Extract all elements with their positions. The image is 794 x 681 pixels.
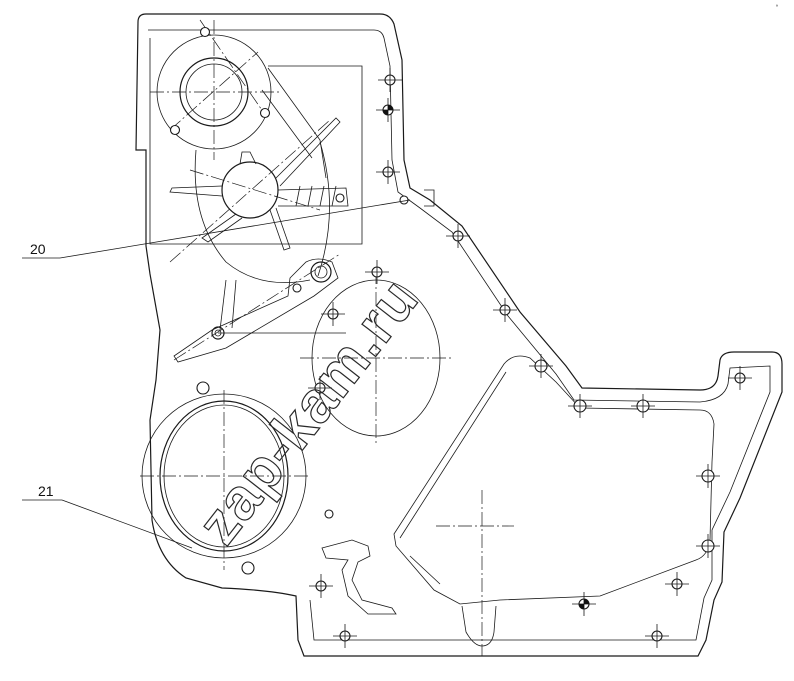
lower-seal: [140, 381, 310, 575]
upper-strip: [261, 67, 327, 179]
hook-boss: [321, 539, 397, 615]
watermark-text: zap-kam.ru: [185, 267, 431, 556]
hole-centerlines: [308, 68, 752, 648]
middle-gear: [169, 117, 349, 263]
corner-mark: ª: [776, 4, 778, 10]
cover-inner-outline: [148, 29, 771, 641]
bottom-tab: [461, 605, 497, 647]
callout-21-label: 21: [38, 483, 54, 499]
right-opening: [393, 355, 715, 605]
idler-opening: [300, 270, 452, 446]
cover-outline: [135, 13, 783, 657]
upper-boss: [149, 38, 363, 245]
callout-20: 20: [22, 199, 411, 259]
callout-20-label: 20: [30, 241, 46, 257]
bracket-link: [173, 253, 346, 363]
upper-seal: [150, 19, 280, 160]
callout-21: 21: [22, 483, 193, 549]
